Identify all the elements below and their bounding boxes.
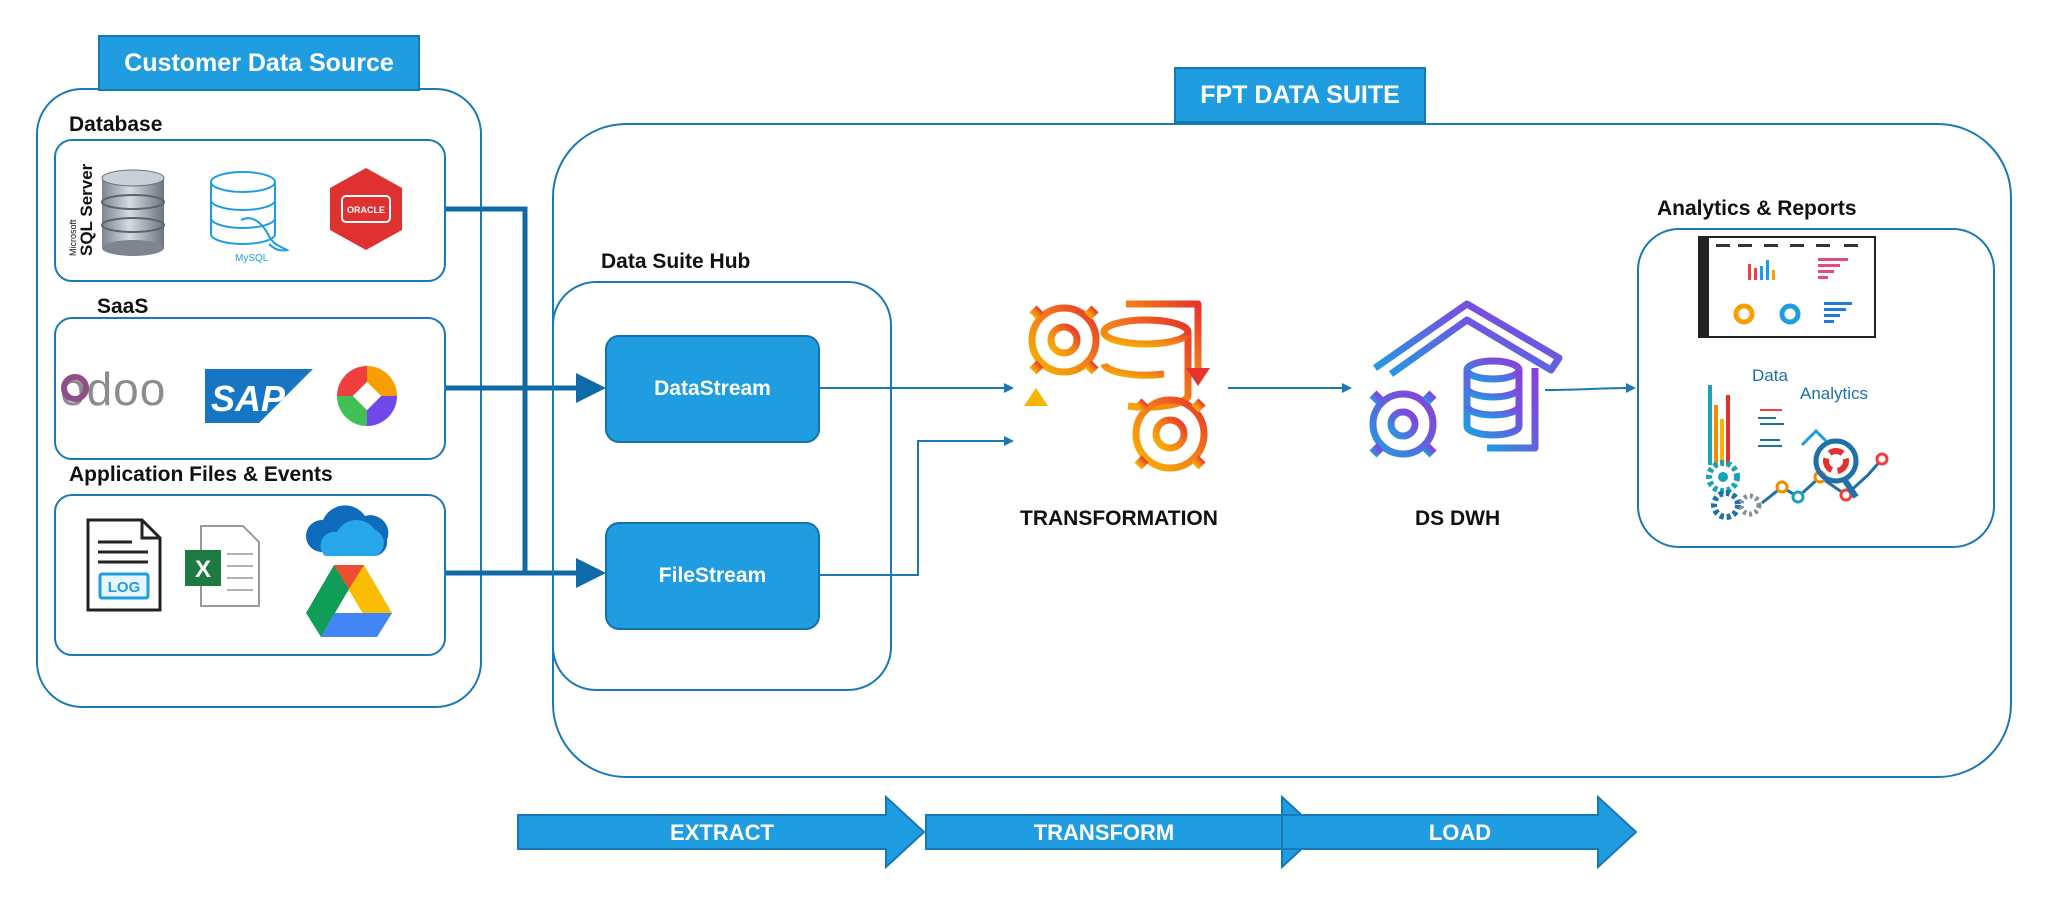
files-box [54, 494, 446, 656]
dwh-label: DS DWH [1415, 507, 1501, 530]
sap-text: SAP [211, 378, 286, 419]
analytics-panel [1637, 228, 1995, 548]
odoo-logo: odoo [60, 363, 167, 415]
saas-box [54, 317, 446, 460]
odoo-o-accent [61, 374, 89, 402]
filestream-button[interactable]: FileStream [605, 522, 820, 630]
onedrive-icon [305, 505, 389, 556]
transform-label: TRANSFORM [1034, 820, 1175, 845]
fpt-suite-title: FPT DATA SUITE [1174, 67, 1426, 123]
load-label: LOAD [1429, 820, 1491, 845]
warehouse-icon [1361, 300, 1563, 466]
data-analytics-illustration: Data Analytics [1706, 366, 1889, 520]
extract-label: EXTRACT [670, 820, 774, 845]
etl-arrows: EXTRACT TRANSFORM LOAD [517, 795, 1638, 869]
sap-logo: SAP [205, 369, 313, 423]
log-file-icon: LOG [86, 518, 162, 612]
files-label: Application Files & Events [69, 463, 333, 486]
mysql-caption: MySQL [235, 253, 269, 263]
datastream-button[interactable]: DataStream [605, 335, 820, 443]
transformation-label: TRANSFORMATION [1020, 507, 1218, 530]
log-text: LOG [108, 579, 141, 596]
sql-server-name-text: SQL Server [77, 163, 96, 256]
analytics-word1: Data [1752, 366, 1788, 385]
database-label: Database [69, 113, 163, 136]
sql-server-vendor-text: Microsoft [68, 219, 78, 256]
colorful-app-icon [337, 366, 397, 426]
hub-label: Data Suite Hub [601, 250, 751, 273]
analytics-label: Analytics & Reports [1657, 197, 1857, 220]
sql-server-icon: Microsoft SQL Server [68, 163, 165, 256]
oracle-icon: ORACLE [330, 168, 402, 250]
saas-label: SaaS [97, 295, 149, 318]
oracle-text: ORACLE [347, 205, 385, 215]
customer-source-title: Customer Data Source [98, 35, 420, 91]
excel-icon: X [185, 525, 260, 607]
database-box [54, 139, 446, 282]
analytics-word2: Analytics [1800, 384, 1868, 403]
extract-arrow [517, 795, 926, 869]
load-arrow [1281, 795, 1638, 869]
mysql-icon: MySQL [210, 171, 290, 263]
dashboard-thumbnail[interactable] [1698, 236, 1876, 338]
excel-text: X [195, 556, 211, 583]
transformation-icon [1020, 296, 1216, 480]
google-drive-icon [306, 565, 392, 637]
hub-panel [552, 281, 892, 691]
